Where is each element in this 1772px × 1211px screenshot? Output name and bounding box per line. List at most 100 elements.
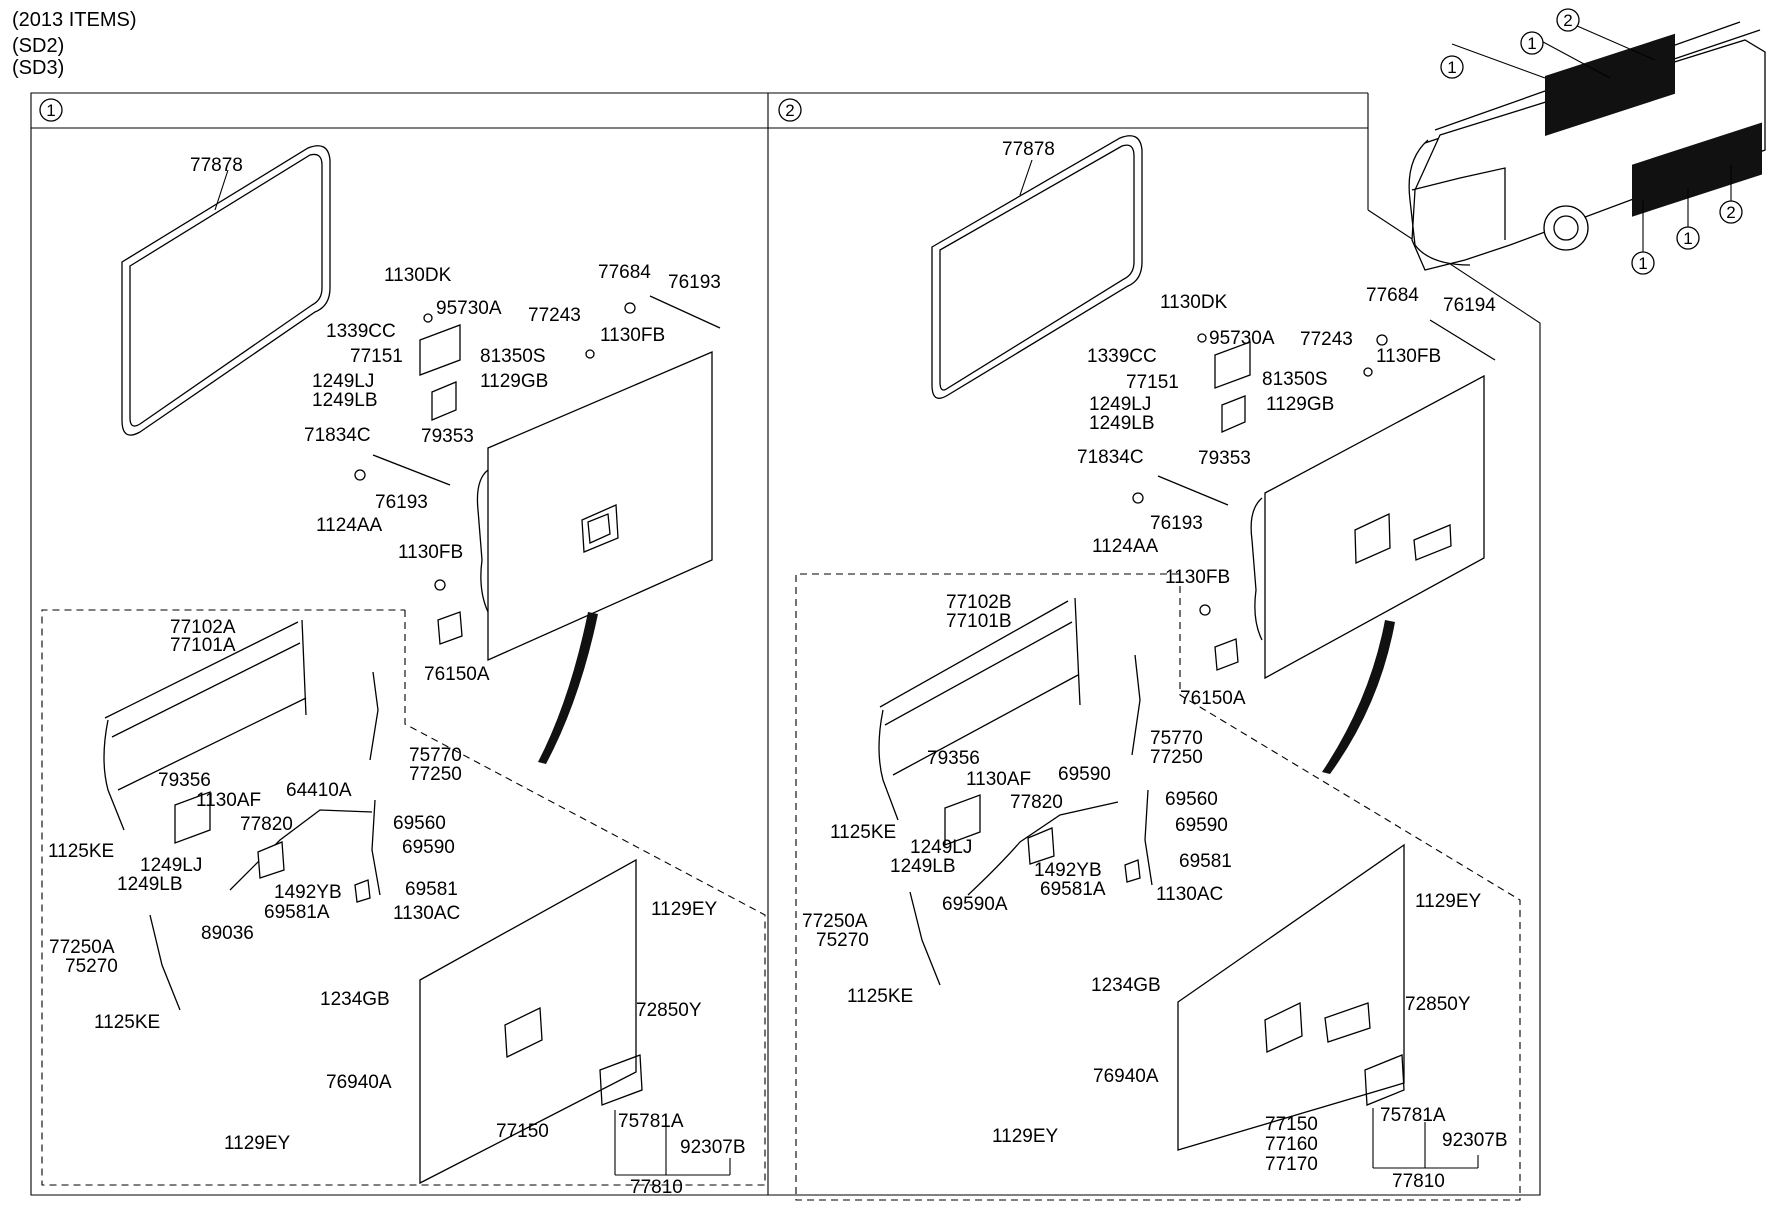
p1-roller-cap-label: 71834C (304, 425, 371, 446)
p2-bolt-af-label: 1130AF (966, 769, 1031, 790)
p1-frame-a-label: 77102A (170, 617, 236, 638)
p2-rod-lower-label: 76193 (1150, 513, 1203, 534)
p2-bolt-ke-top-label: 1125KE (830, 822, 896, 843)
p1-glass-seal-label: 77878 (190, 155, 243, 176)
p1-handle-assy-label: 77810 (630, 1177, 683, 1198)
p1-bolt-gb-label: 1234GB (320, 989, 390, 1010)
p2-cap-label: 77243 (1300, 329, 1353, 350)
p2-guide-label: 77684 (1366, 285, 1419, 306)
p1-link-b-label: 69590 (402, 837, 455, 858)
bus-marker-3: 2 (1563, 11, 1572, 30)
p1-bolt-ke-bot-label: 1125KE (94, 1012, 160, 1033)
panel-1-labels: 77878 1130DK 95730A 1339CC 77151 1249LJ … (48, 155, 746, 1198)
p1-latch-label: 77820 (240, 814, 293, 835)
p2-screw-s-label: 81350S (1262, 369, 1328, 390)
p1-hinge-label: 76150A (424, 664, 490, 685)
p1-catch-label: 72850Y (636, 1000, 702, 1021)
bus-marker-2: 1 (1527, 34, 1536, 53)
panel-2-number: 2 (785, 101, 794, 120)
p1-cover-plate-label: 79353 (421, 426, 474, 447)
p1-arm-a-label: 77250A (49, 937, 115, 958)
p1-plate-label: 79356 (158, 770, 211, 791)
p1-bolt-aa-label: 1124AA (316, 515, 383, 536)
p1-bolt-top-label: 1130DK (384, 265, 452, 286)
p1-bolt-lb-label: 1249LB (312, 390, 378, 411)
p2-bolt-fb-mid-label: 1130FB (1165, 567, 1230, 588)
panel-1-index: 1 (39, 98, 63, 122)
p2-bolt-aa-label: 1124AA (1092, 536, 1159, 557)
p1-bolt-fb-mid-label: 1130FB (398, 542, 463, 563)
p1-bolt-lj2-label: 1249LJ (140, 855, 202, 876)
p1-bolt-lj-label: 1249LJ (312, 371, 374, 392)
p1-washer-label: 1339CC (326, 321, 396, 342)
p2-cable-label: 69590 (1058, 764, 1111, 785)
p2-link-b-label: 69590 (1175, 815, 1228, 836)
panel-2-index: 2 (778, 98, 802, 122)
p1-bracket-label: 77151 (350, 346, 403, 367)
p2-hinge-label: 76150A (1180, 688, 1246, 709)
p2-bracket-label: 77151 (1126, 372, 1179, 393)
p1-frame-b-label: 77101A (170, 635, 236, 656)
p2-rod-upper-label: 76194 (1443, 295, 1496, 316)
bus-marker-1: 1 (1447, 58, 1456, 77)
p2-bolt-gb-label: 1234GB (1091, 975, 1161, 996)
panel-1-number: 1 (46, 101, 55, 120)
p2-catch-label: 72850Y (1405, 994, 1471, 1015)
p2-holder-label: 76940A (1093, 1066, 1159, 1087)
p2-door-panel-2-label: 77160 (1265, 1134, 1318, 1155)
p2-spring-label: 69581 (1179, 851, 1232, 872)
p1-door-panel-label: 77150 (496, 1121, 549, 1142)
p2-screw-gb-label: 1129GB (1266, 394, 1334, 415)
p2-bolt-fb-top-label: 1130FB (1376, 346, 1441, 367)
p2-rod-b-label: 77250 (1150, 747, 1203, 768)
p2-door-panel-label: 77150 (1265, 1114, 1318, 1135)
p1-bolt-ke-top-label: 1125KE (48, 841, 114, 862)
p1-screw-ey-bot-label: 1129EY (224, 1133, 291, 1154)
header-year: (2013 ITEMS) (12, 9, 137, 31)
p2-spring-a-label: 69581A (1040, 879, 1106, 900)
p1-cap-label: 77243 (528, 305, 581, 326)
bus-marker-4: 1 (1638, 254, 1647, 273)
p2-bolt-lj2-label: 1249LJ (910, 837, 972, 858)
p2-roller-cap-label: 71834C (1077, 447, 1144, 468)
p1-cable-label: 64410A (286, 780, 352, 801)
p2-door-panel-3-label: 77170 (1265, 1154, 1318, 1175)
p2-handle-cover-label: 92307B (1442, 1130, 1508, 1151)
p2-arm-a-label: 77250A (802, 911, 868, 932)
header-sd2: (SD2) (12, 35, 65, 57)
p2-bolt-lb2-label: 1249LB (890, 856, 956, 877)
p1-handle-cover-label: 92307B (680, 1137, 746, 1158)
header-sd3: (SD3) (12, 57, 65, 79)
bus-marker-6: 2 (1726, 203, 1735, 222)
p1-guide-label: 77684 (598, 262, 651, 283)
p2-bushing-label: 75781A (1380, 1105, 1446, 1126)
p1-bolt-lb2-label: 1249LB (117, 874, 183, 895)
p2-stopper-label: 1492YB (1034, 860, 1102, 881)
p2-bolt-top-label: 1130DK (1160, 292, 1228, 313)
p2-cover-plate-label: 79353 (1198, 448, 1251, 469)
p1-spring-label: 69581 (405, 879, 458, 900)
p2-bolt-lb-label: 1249LB (1089, 413, 1155, 434)
p1-spring-a-label: 69581A (264, 902, 330, 923)
panel-2-drawing (795, 135, 1521, 1201)
p2-bolt-ac-label: 1130AC (1156, 884, 1223, 905)
panel-2-labels: 77878 1130DK 95730A 1339CC 77151 1249LJ … (802, 139, 1508, 1192)
p2-rod-c-label: 69590A (942, 894, 1008, 915)
p1-arm-b-label: 75270 (65, 956, 118, 977)
p1-rod-upper-label: 76193 (668, 272, 721, 293)
p2-washer-label: 1339CC (1087, 346, 1157, 367)
p1-bolt-fb-top-label: 1130FB (600, 325, 665, 346)
p2-glass-seal-label: 77878 (1002, 139, 1055, 160)
p2-screw-ey-bot-label: 1129EY (992, 1126, 1059, 1147)
p1-rod-lower-label: 76193 (375, 492, 428, 513)
p1-stopper-label: 1492YB (274, 882, 342, 903)
p1-rod-a-label: 75770 (409, 745, 462, 766)
p1-bolt-ac-label: 1130AC (393, 903, 460, 924)
p2-latch-label: 77820 (1010, 792, 1063, 813)
p1-rod-b-label: 77250 (409, 764, 462, 785)
p1-screw-ey-top-label: 1129EY (651, 899, 718, 920)
p1-holder-label: 76940A (326, 1072, 392, 1093)
bus-marker-5: 1 (1683, 229, 1692, 248)
p2-striker-label: 95730A (1209, 328, 1275, 349)
